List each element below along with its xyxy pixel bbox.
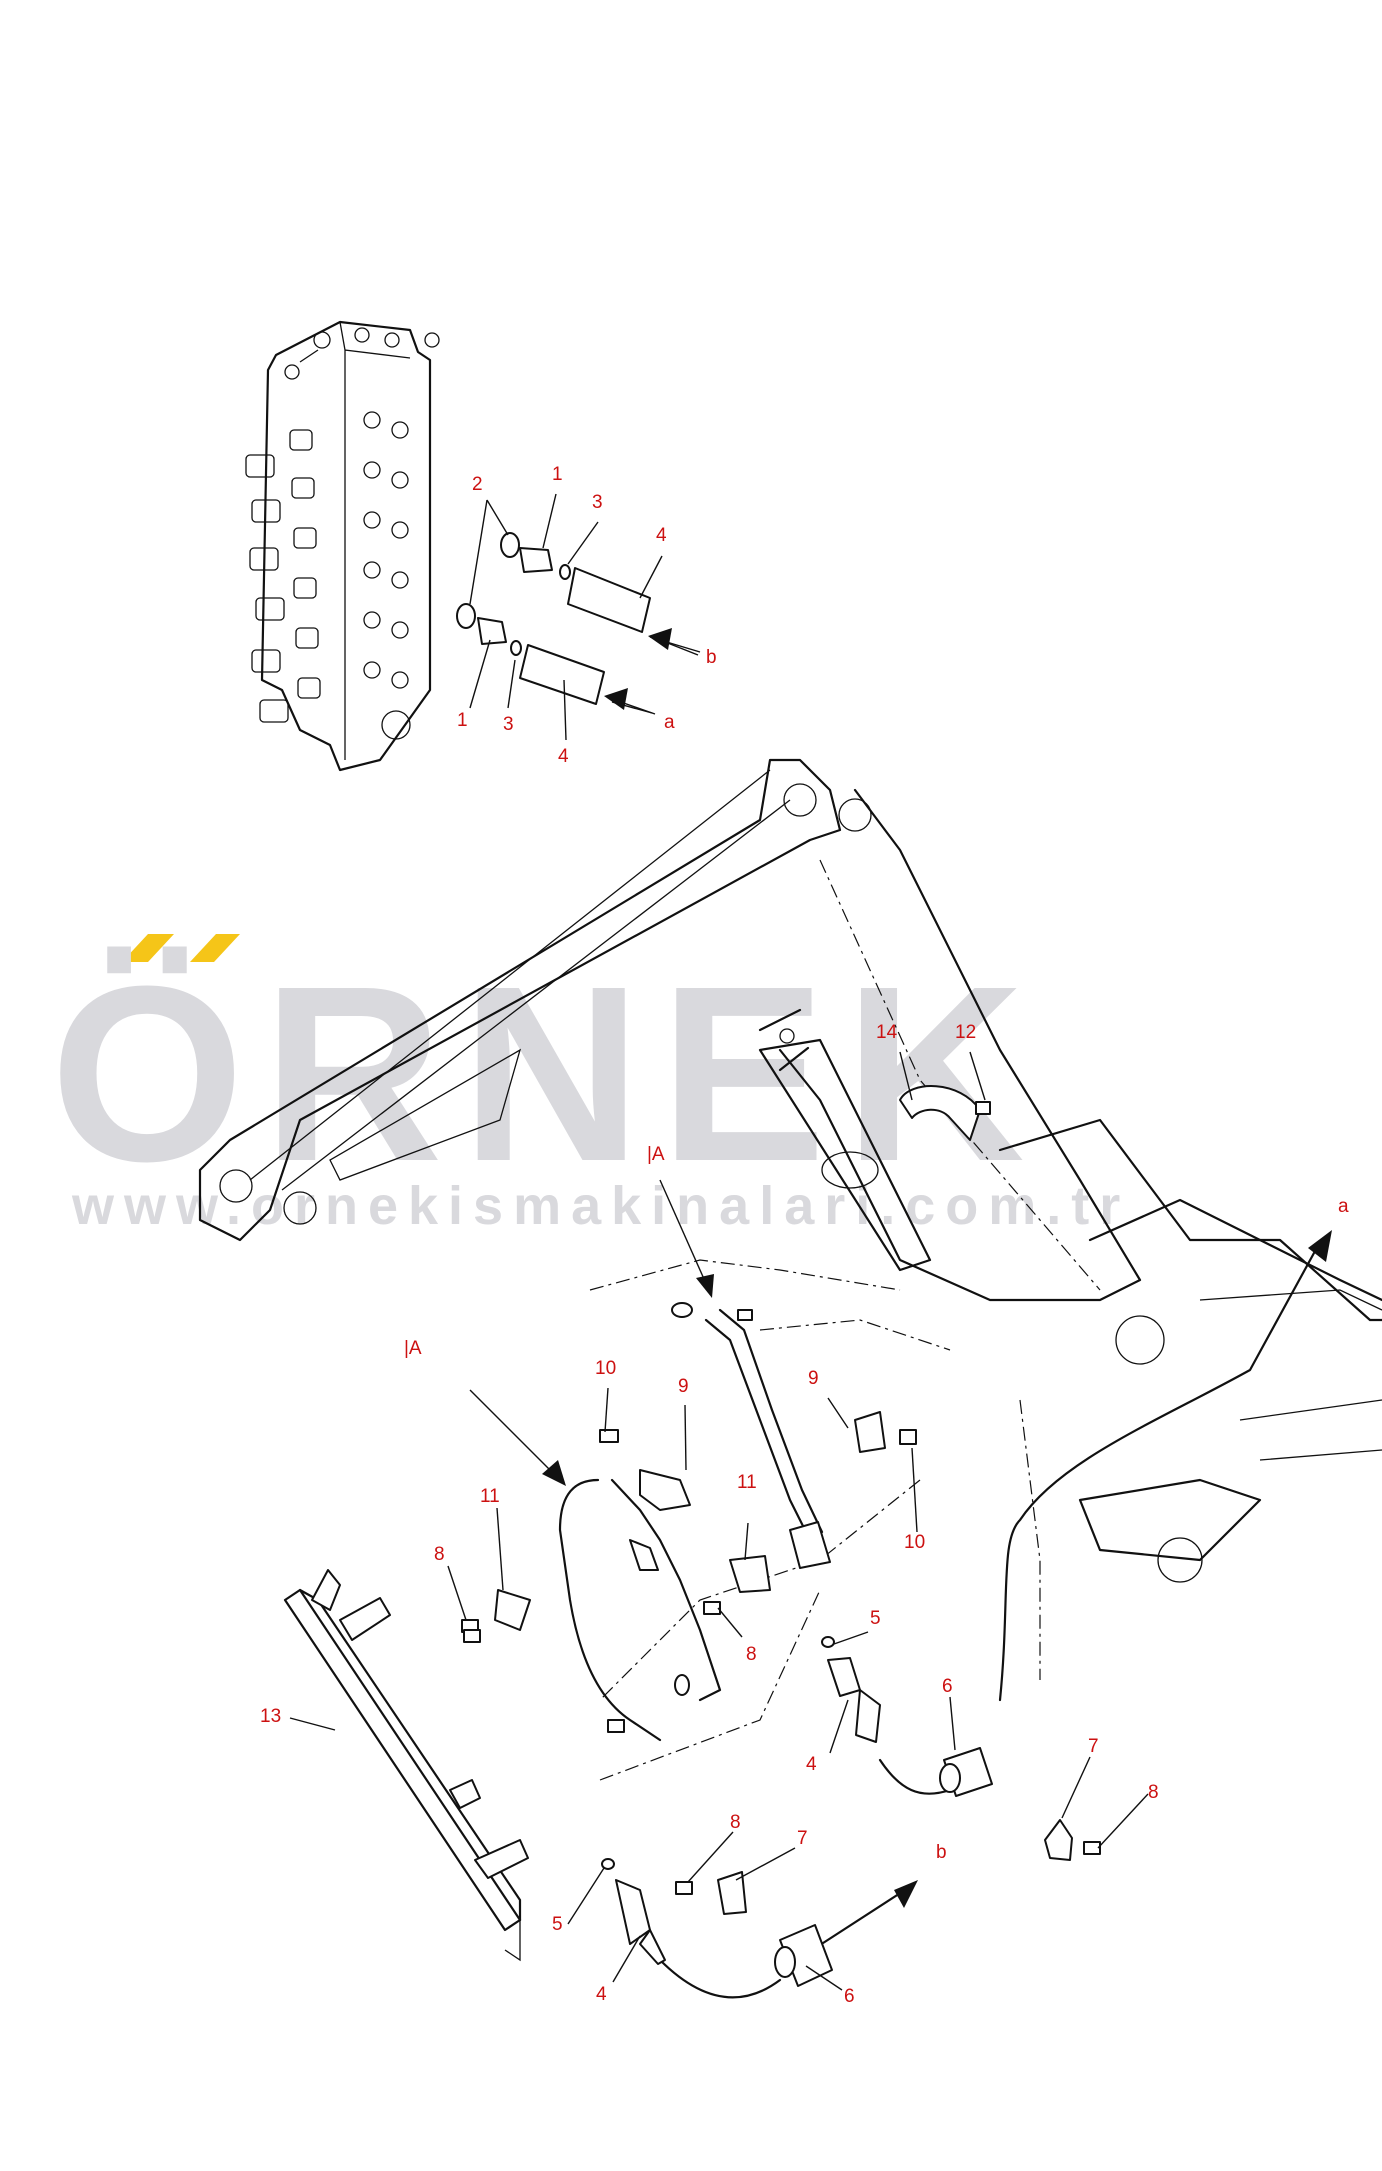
label-part-9-left: 9 — [678, 1376, 689, 1397]
control-valve-illustration — [245, 320, 440, 772]
arrow-b-bottom — [894, 1880, 918, 1908]
label-view-a-left: |A — [404, 1338, 422, 1359]
label-part-11-right: 11 — [737, 1472, 757, 1493]
pipe-a-left — [558, 1478, 722, 1742]
label-part-5-bottom: 5 — [552, 1914, 563, 1935]
label-part-4-right: 4 — [806, 1754, 817, 1775]
label-part-7-right: 7 — [1088, 1736, 1099, 1757]
leader-lines — [289, 493, 1149, 1991]
label-arrow-a-upper: a — [664, 712, 675, 733]
label-part-12: 12 — [955, 1022, 976, 1043]
label-part-11-left: 11 — [480, 1486, 500, 1507]
arrow-a-upper — [604, 688, 628, 710]
arrow-view-a-upper — [696, 1274, 714, 1298]
label-part-5-right: 5 — [870, 1608, 881, 1629]
arrow-view-a-left — [542, 1460, 566, 1486]
label-part-8-right: 8 — [1148, 1782, 1159, 1803]
watermark-accent-left — [122, 934, 174, 962]
watermark-brand: ÖRNEK — [50, 934, 1043, 1213]
pipe-a-upper — [671, 1302, 831, 1569]
arrow-a-right — [1308, 1230, 1332, 1262]
label-part-10-right: 10 — [904, 1532, 925, 1553]
label-part-14: 14 — [876, 1022, 898, 1043]
label-part-4-lower: 4 — [558, 746, 569, 767]
arrow-b-upper — [648, 628, 672, 650]
label-part-9-right: 9 — [808, 1368, 819, 1389]
label-part-13: 13 — [260, 1706, 281, 1727]
label-arrow-a-right: a — [1338, 1196, 1349, 1217]
label-arrow-b-upper: b — [706, 647, 717, 668]
label-part-10-left: 10 — [595, 1358, 616, 1379]
watermark: ÖRNEK www.ornekismakinalari.com.tr — [50, 934, 1130, 1236]
label-part-6-bottom: 6 — [844, 1986, 855, 2007]
label-part-8-bottom: 8 — [730, 1812, 741, 1833]
right-hose-fittings — [601, 1636, 993, 1987]
cover-plate-13 — [283, 1569, 529, 1962]
label-part-1-upper: 1 — [552, 464, 563, 485]
label-part-7-bottom: 7 — [797, 1828, 808, 1849]
label-part-2: 2 — [472, 474, 483, 495]
label-part-3-lower: 3 — [503, 714, 514, 735]
boom-illustration — [198, 758, 1382, 1583]
watermark-url: www.ornekismakinalari.com.tr — [71, 1176, 1130, 1236]
label-part-1-lower: 1 — [457, 710, 468, 731]
callout-labels: 1 2 3 4 b 1 3 4 a 14 12 |A a |A 10 9 9 1… — [260, 464, 1349, 2007]
label-part-4-bottom: 4 — [596, 1984, 607, 2005]
label-part-3-upper: 3 — [592, 492, 603, 513]
label-part-8-mid: 8 — [746, 1644, 757, 1665]
valve-spool-ends — [245, 411, 411, 740]
label-part-6-right: 6 — [942, 1676, 953, 1697]
flow-arrows-upper — [604, 628, 699, 715]
upper-fitting-assembly — [456, 532, 651, 705]
label-part-4-upper: 4 — [656, 525, 667, 546]
hose-routing — [658, 1230, 1332, 1999]
watermark-accent-right — [190, 934, 240, 962]
label-arrow-b-bottom: b — [936, 1842, 947, 1863]
clamps-and-brackets — [461, 1085, 1101, 1915]
label-part-8-left: 8 — [434, 1544, 445, 1565]
label-view-a-upper: |A — [647, 1144, 665, 1165]
